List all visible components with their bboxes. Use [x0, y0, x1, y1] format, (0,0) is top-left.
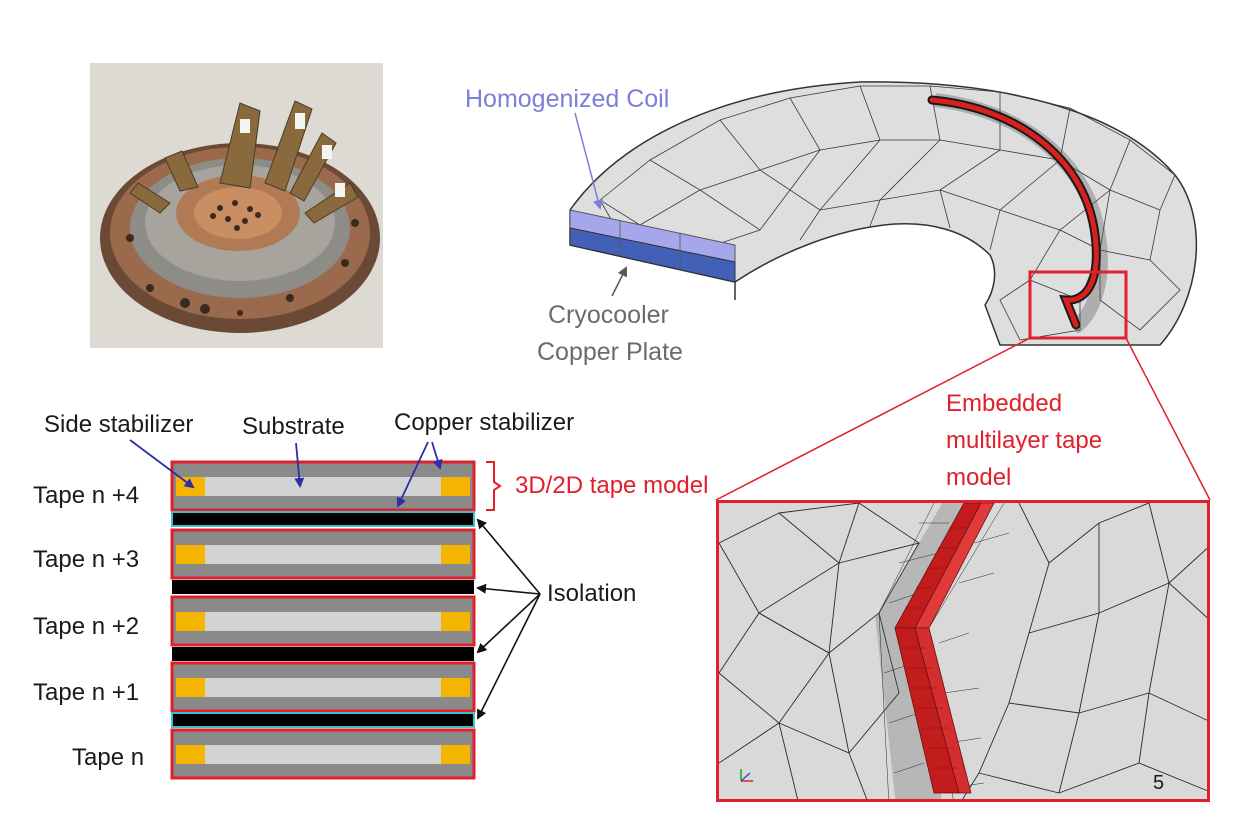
side-stabilizer-arrow [129, 439, 195, 489]
isolation-arrow-4 [477, 593, 541, 720]
substrate-arrow [294, 442, 305, 488]
embedded-label-line3: model [946, 464, 1012, 491]
zoom-box [1028, 270, 1128, 340]
isolation-layer-1 [171, 511, 475, 527]
isolation-layer-2 [172, 580, 474, 594]
side-stabilizer-label: Side stabilizer [44, 411, 194, 438]
tape-label-n-plus-2: Tape n +2 [33, 613, 140, 640]
copper-stabilizer-arrow-2 [431, 441, 443, 470]
zoom-line-right [1125, 337, 1211, 501]
tape-model-bracket [486, 461, 502, 511]
tape-n-plus-3-diagram [170, 528, 476, 580]
isolation-arrow-1 [476, 518, 541, 595]
inset-number: 5 [1153, 772, 1165, 794]
axis-triad-icon [740, 769, 753, 782]
isolation-layer-3 [172, 647, 474, 661]
homogenized-coil-label: Homogenized Coil [465, 85, 670, 113]
cryocooler-arrow [611, 266, 627, 297]
tape-n-diagram [170, 728, 476, 780]
zoom-inset: 5 [716, 500, 1210, 802]
zoom-line-left [715, 337, 1031, 501]
homogenized-coil-arrow [574, 112, 603, 210]
tape-n-plus-2-diagram [170, 595, 476, 647]
embedded-label-line2: multilayer tape [946, 427, 1103, 454]
tape-n-plus-1-diagram [170, 661, 476, 713]
isolation-arrow-2 [476, 583, 541, 595]
isolation-arrow-3 [476, 593, 541, 654]
tape-model-label: 3D/2D tape model [515, 472, 709, 499]
cryocooler-label-line2: Copper Plate [537, 338, 683, 366]
substrate-label: Substrate [242, 413, 345, 440]
isolation-layer-4 [171, 712, 475, 728]
tape-label-n-plus-4: Tape n +4 [33, 482, 140, 509]
homogenized-coil-block [569, 209, 736, 283]
copper-stabilizer-label: Copper stabilizer [394, 409, 575, 436]
cryocooler-label-line1: Cryocooler [548, 301, 669, 329]
inset-mesh [719, 503, 1207, 799]
tape-stack [170, 460, 476, 780]
tape-label-n-plus-1: Tape n +1 [33, 679, 140, 706]
tape-n-plus-4-diagram [170, 460, 476, 512]
tape-label-n-plus-3: Tape n +3 [33, 546, 140, 573]
isolation-label: Isolation [547, 580, 637, 607]
copper-stabilizer-arrow-1 [396, 441, 429, 508]
coil-photo [90, 63, 383, 348]
tape-label-n: Tape n [72, 744, 145, 771]
embedded-label-line1: Embedded [946, 390, 1063, 417]
